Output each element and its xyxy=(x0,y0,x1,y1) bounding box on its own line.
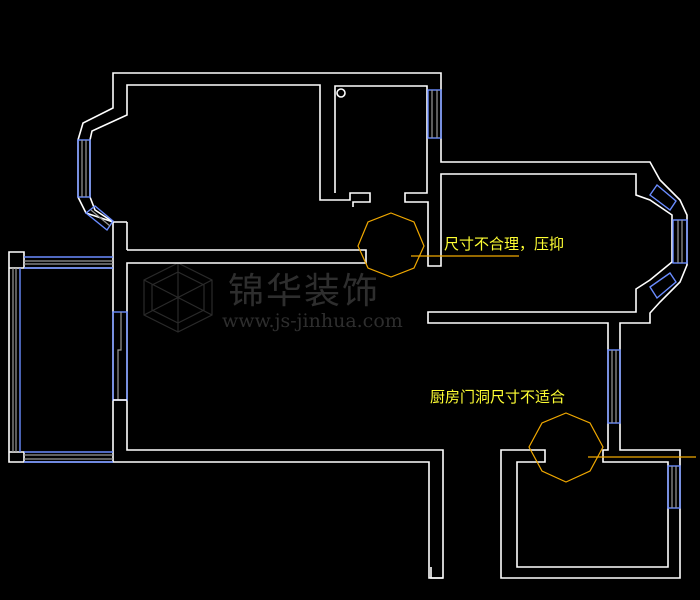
watermark-brand: 锦华装饰 xyxy=(228,271,381,312)
window-left-bay xyxy=(77,139,91,198)
window-kitchen xyxy=(667,465,681,509)
window-left-bay-diagonal xyxy=(84,205,114,232)
corridor-wall xyxy=(112,235,444,579)
kitchen-door-note: 厨房门洞尺寸不适合 xyxy=(430,388,566,406)
walls xyxy=(8,72,688,579)
sliding-door-balcony xyxy=(112,311,128,401)
problem-marker-kitchen xyxy=(528,412,696,483)
octagon-marker xyxy=(528,412,604,483)
window-closet xyxy=(427,89,442,139)
watermark-url: www.js-jinhua.com xyxy=(222,310,403,332)
kitchen-left-wall xyxy=(430,567,443,579)
window-balcony xyxy=(12,256,113,463)
watermark-logo-icon xyxy=(143,262,213,333)
bedroom-size-note: 尺寸不合理，压抑 xyxy=(444,235,565,253)
outer-wall xyxy=(77,72,688,579)
windows xyxy=(12,89,688,509)
floor-drain-icon xyxy=(336,88,346,98)
window-corridor xyxy=(607,349,621,424)
octagon-marker xyxy=(357,212,425,278)
window-right-bay xyxy=(649,183,688,300)
balcony-wall xyxy=(8,251,113,463)
problem-marker-bedroom xyxy=(357,212,519,278)
bedroom-inner-wall xyxy=(89,84,371,250)
closet-wall xyxy=(334,85,673,313)
